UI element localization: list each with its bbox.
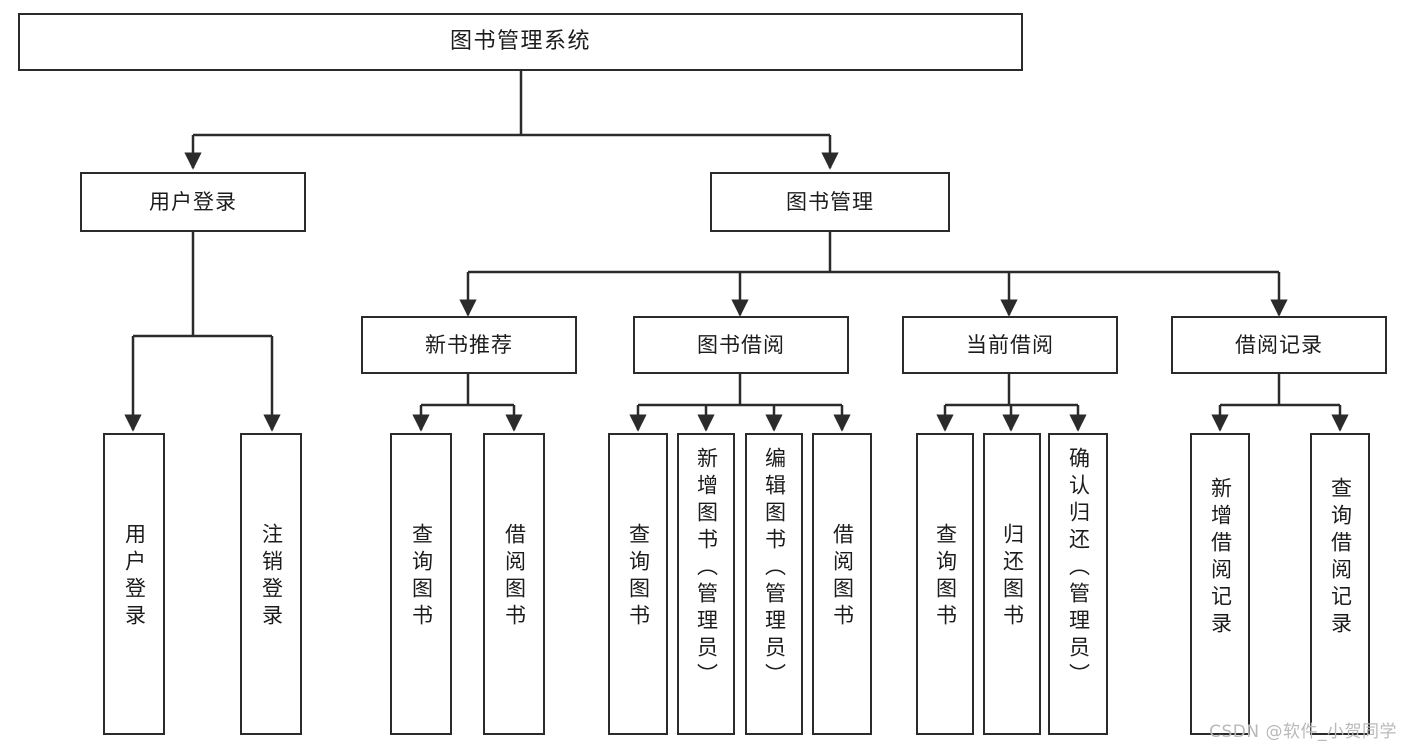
node-root-system[interactable]: 图书管理系统 — [18, 13, 1023, 71]
node-label: 借阅图书 — [830, 523, 855, 631]
node-leaf-borrow-book-1[interactable]: 借阅图书 — [483, 433, 545, 735]
node-book-borrow[interactable]: 图书借阅 — [633, 316, 849, 374]
node-label: 新增图书（管理员） — [694, 447, 719, 690]
node-leaf-user-login[interactable]: 用户登录 — [103, 433, 165, 735]
node-current-borrow[interactable]: 当前借阅 — [902, 316, 1118, 374]
node-label: 确认归还（管理员） — [1066, 447, 1091, 690]
node-leaf-query-book-1[interactable]: 查询图书 — [390, 433, 452, 735]
node-new-book-recommend[interactable]: 新书推荐 — [361, 316, 577, 374]
node-label: 用户登录 — [122, 523, 147, 631]
node-label: 查询图书 — [626, 523, 651, 631]
node-leaf-add-book[interactable]: 新增图书（管理员） — [677, 433, 735, 735]
node-leaf-query-book-2[interactable]: 查询图书 — [608, 433, 668, 735]
node-label: 查询图书 — [933, 523, 958, 631]
node-label: 注销登录 — [259, 523, 284, 631]
csdn-watermark: CSDN @软件_小贺同学 — [1209, 722, 1397, 742]
node-book-manage[interactable]: 图书管理 — [710, 172, 950, 232]
node-leaf-confirm-return[interactable]: 确认归还（管理员） — [1048, 433, 1108, 735]
node-label: 归还图书 — [1000, 523, 1025, 631]
node-borrow-record[interactable]: 借阅记录 — [1171, 316, 1387, 374]
node-label: 用户登录 — [149, 189, 237, 214]
node-label: 借阅图书 — [502, 523, 527, 631]
node-label: 新增借阅记录 — [1208, 477, 1233, 639]
node-label: 新书推荐 — [425, 332, 513, 357]
node-label: 图书借阅 — [697, 332, 785, 357]
node-user-login[interactable]: 用户登录 — [80, 172, 306, 232]
node-label: 图书管理 — [786, 189, 874, 214]
node-label: 编辑图书（管理员） — [762, 447, 787, 690]
node-label: 当前借阅 — [966, 332, 1054, 357]
node-leaf-edit-book[interactable]: 编辑图书（管理员） — [745, 433, 803, 735]
node-leaf-user-logout[interactable]: 注销登录 — [240, 433, 302, 735]
node-label: 查询借阅记录 — [1328, 477, 1353, 639]
node-leaf-query-book-3[interactable]: 查询图书 — [916, 433, 974, 735]
node-leaf-return-book[interactable]: 归还图书 — [983, 433, 1041, 735]
node-leaf-borrow-book-2[interactable]: 借阅图书 — [812, 433, 872, 735]
node-label: 借阅记录 — [1235, 332, 1323, 357]
node-label: 图书管理系统 — [449, 29, 591, 55]
node-leaf-query-record[interactable]: 查询借阅记录 — [1310, 433, 1370, 735]
node-leaf-add-record[interactable]: 新增借阅记录 — [1190, 433, 1250, 735]
node-label: 查询图书 — [409, 523, 434, 631]
